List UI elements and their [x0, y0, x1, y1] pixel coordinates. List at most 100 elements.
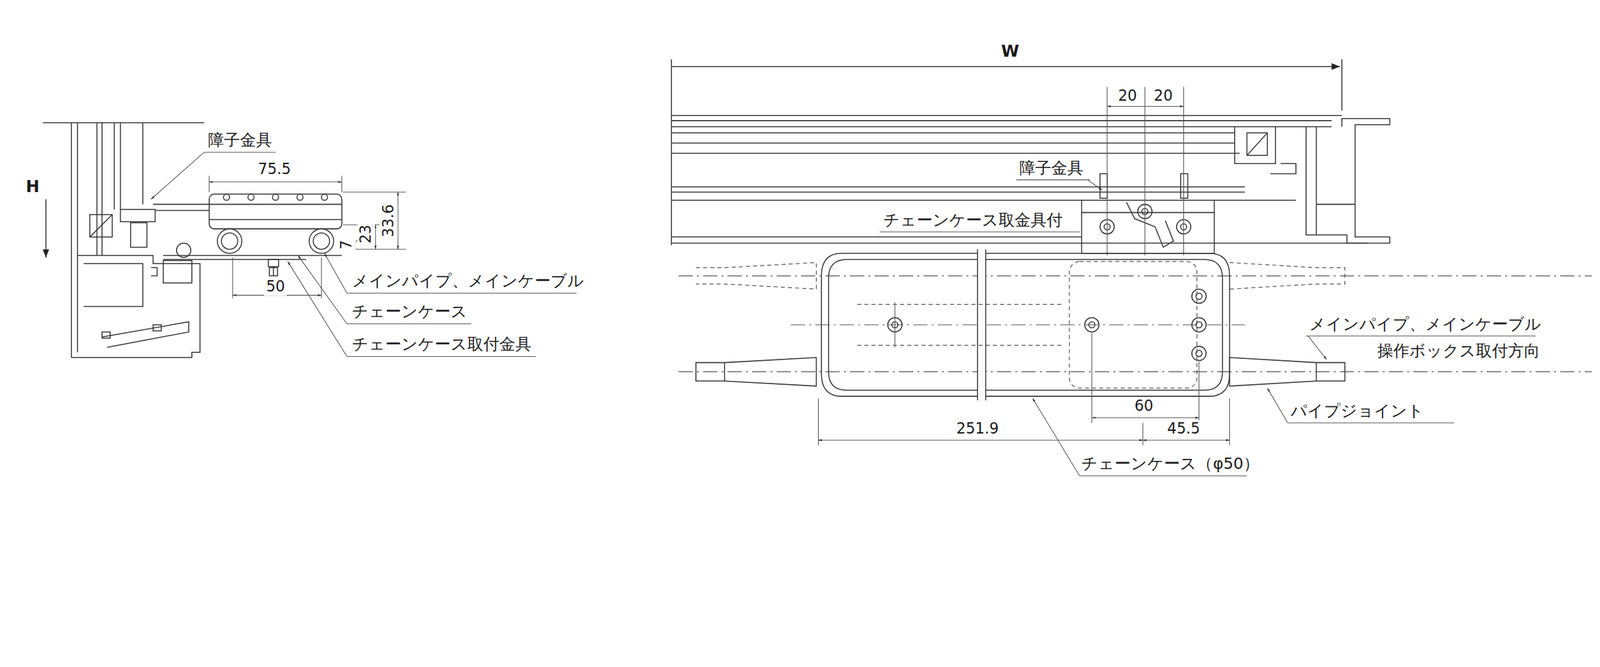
pipes-part [678, 275, 1592, 276]
bracket [1081, 86, 1214, 256]
plan-dimensions-part [818, 398, 819, 445]
rail-profile-part [1246, 132, 1268, 156]
chain-case-section-part [209, 204, 342, 206]
leader-lines-part [204, 152, 276, 153]
plan-leaders-part [1079, 475, 1247, 476]
rail-profile-part [671, 191, 1245, 193]
chain-case-plan-part [888, 317, 902, 332]
chain-case-section-part [221, 232, 238, 249]
chain-case-plan-part [828, 259, 1223, 390]
plan-leaders-part [1016, 179, 1090, 180]
pipes [678, 262, 1592, 386]
chain-case-plan [821, 249, 1230, 401]
part-label: 障子金具 [206, 132, 274, 150]
chain-case-section-part [163, 254, 342, 256]
plan-leaders-part [1088, 180, 1102, 190]
plan-leaders-part [1308, 336, 1327, 360]
part-label: メインパイプ、メインケーブル [350, 272, 586, 291]
chain-case-plan-part [1196, 350, 1202, 356]
frame-section-part [114, 122, 116, 210]
frame-section-part [70, 122, 72, 358]
frame-section-part [90, 214, 113, 238]
leader-lines-part [288, 261, 348, 356]
pipes-part [696, 357, 817, 386]
frame-section-part [42, 122, 204, 124]
rail-profile-part [671, 186, 1245, 188]
dimension-lines-part [208, 176, 210, 192]
plan-dimensions-part [1142, 422, 1144, 446]
plan-dimensions-part [818, 439, 1144, 440]
chain-case-section-part [313, 232, 330, 249]
width-dimension-part [671, 66, 1340, 68]
rail-profile-part [1270, 163, 1296, 174]
part-label: パイプジョイント [1288, 402, 1426, 420]
chain-case-plan-part [977, 249, 986, 401]
plan-dimensions [818, 332, 1230, 445]
pipes-part [790, 324, 1245, 325]
bracket-part [1183, 86, 1184, 256]
dimension-lines-part [232, 257, 233, 298]
chain-case-section-part [268, 259, 279, 267]
frame-section-part [84, 263, 144, 306]
rail-profile-part [1306, 118, 1390, 244]
leader-lines [151, 152, 577, 356]
pipes-part [1229, 357, 1345, 386]
dimension-symbol: H [24, 177, 42, 196]
plan-leaders-part [1267, 388, 1288, 423]
chain-case-plan-part [1084, 317, 1099, 332]
plan-dimensions-part [1092, 417, 1200, 418]
rail-profile-part [1246, 132, 1268, 156]
rail-profile-part [1316, 204, 1355, 206]
leader-lines-part [151, 152, 205, 199]
plan-dimensions-part [1091, 332, 1092, 423]
dimension-value: 33.6 [380, 203, 398, 238]
width-dimension-part [1341, 59, 1343, 111]
rail-profile-part [671, 126, 1332, 128]
height-arrow [45, 199, 47, 258]
chain-case-section-part [217, 228, 242, 254]
dimension-symbol: W [999, 41, 1022, 60]
frame-section-part [142, 122, 144, 204]
frame-section-part [151, 267, 158, 276]
rail-profile-part [671, 199, 1082, 201]
pipes-part [678, 371, 1592, 372]
frame-section-part [71, 255, 200, 358]
rail-profile-part [671, 132, 1235, 134]
part-label: チェーンケース（φ50） [1079, 455, 1262, 474]
frame-section-part [77, 122, 79, 352]
pipes-part [1316, 362, 1318, 382]
dimension-value: 75.5 [256, 160, 293, 178]
part-label: チェーンケース取付金具 [350, 336, 534, 354]
plan-leaders-part [1288, 422, 1454, 423]
chain-case-plan-part [894, 302, 896, 347]
width-dimension-part [670, 59, 672, 246]
chain-case-section-part [163, 258, 306, 260]
rail-profile-part [671, 120, 1332, 122]
chain-case-plan-part [985, 249, 987, 401]
chain-case-plan-part [1088, 321, 1095, 328]
plan-leaders-part [1306, 335, 1536, 336]
part-label: 障子金具 [1017, 159, 1086, 178]
chain-case-plan-part [821, 253, 1230, 396]
leader-lines-part [324, 253, 348, 294]
chain-case-section-part [296, 194, 303, 200]
dimension-value: 50 [264, 278, 287, 296]
chain-case-plan-part [1196, 293, 1202, 300]
rail-profile-part [1234, 126, 1276, 164]
bracket-part [1126, 202, 1174, 247]
chain-case-plan-part [857, 344, 1062, 346]
bracket-part [1081, 200, 1214, 254]
chain-case-plan-part [1192, 288, 1206, 303]
dimension-lines-part [375, 224, 376, 250]
leader-lines-part [346, 292, 576, 294]
frame-section-part [120, 122, 122, 210]
rail-profile-part [1214, 199, 1296, 201]
chain-case-section-part [209, 219, 342, 221]
chain-case-section-part [272, 194, 279, 200]
chain-case-plan-part [892, 321, 898, 328]
plan-dimensions-part [1229, 398, 1230, 445]
frame-section-part [96, 122, 98, 256]
chain-case-section-part [223, 194, 230, 200]
